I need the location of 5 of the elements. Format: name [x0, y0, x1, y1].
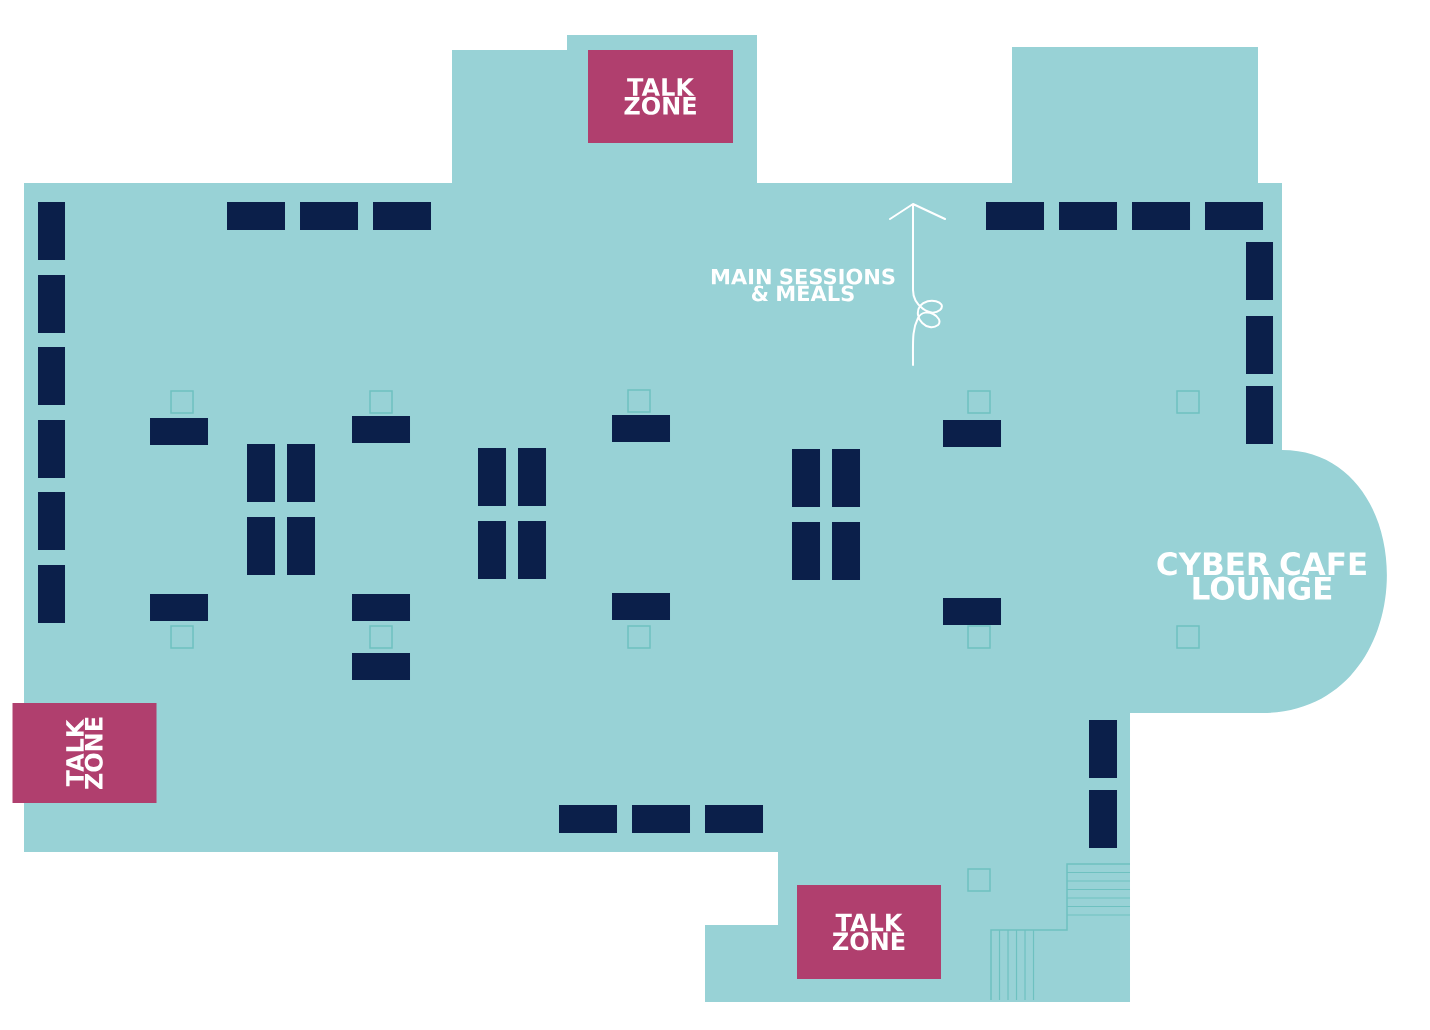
area-label: CYBER CAFE LOUNGE	[1157, 552, 1366, 600]
area-label: MAIN SESSIONS & MEALS	[711, 268, 895, 302]
talk-zone-box: TALK ZONE	[588, 50, 733, 143]
talk-zone-box: TALK ZONE	[797, 885, 941, 979]
talk-zone-box: TALK ZONE	[12, 703, 157, 803]
